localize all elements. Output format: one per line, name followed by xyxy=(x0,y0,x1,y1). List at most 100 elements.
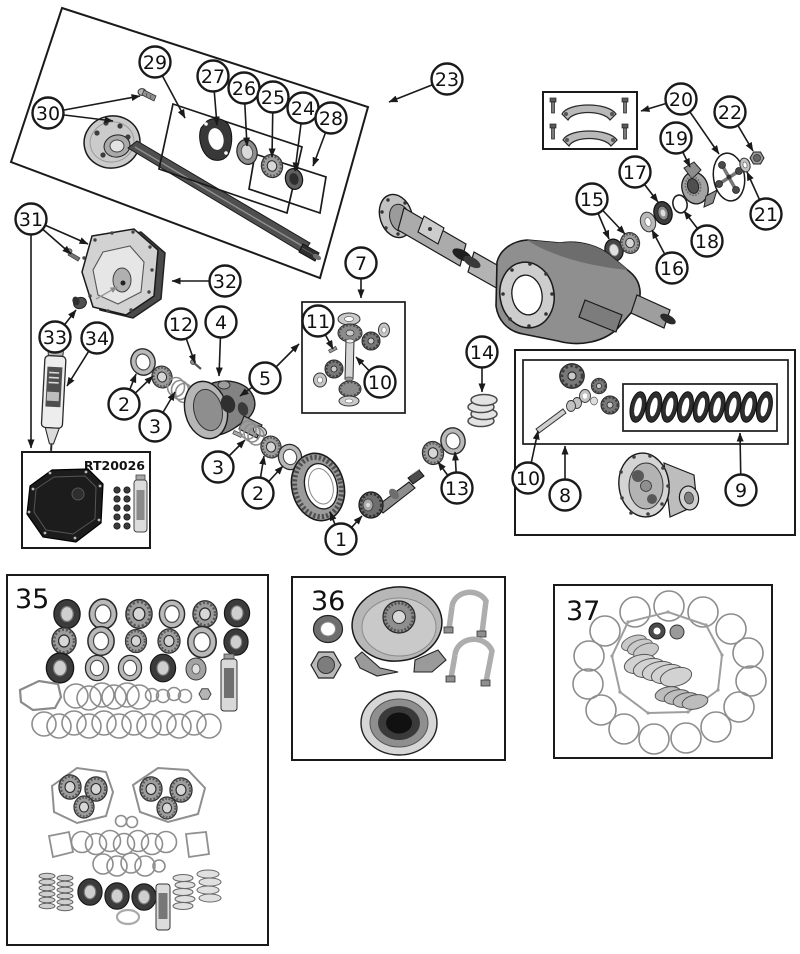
svg-text:26: 26 xyxy=(232,78,256,100)
svg-text:5: 5 xyxy=(259,368,271,390)
callout-2: 2 xyxy=(107,387,141,421)
pinion-gear-shaft-icon xyxy=(358,468,425,519)
callout-28: 28 xyxy=(314,101,348,135)
collapsible-spacer-icon xyxy=(467,393,498,428)
callout-13: 13 xyxy=(440,471,474,505)
u-joint-icon xyxy=(712,152,746,202)
cross-shaft-icon xyxy=(344,338,355,382)
svg-text:10: 10 xyxy=(516,468,540,490)
side-gear-icon xyxy=(338,380,362,398)
svg-text:27: 27 xyxy=(201,66,225,88)
callout-19: 19 xyxy=(659,121,693,155)
pinion-washer-icon xyxy=(739,157,751,173)
svg-text:11: 11 xyxy=(306,311,330,333)
ring-gear-icon xyxy=(290,452,346,522)
callout-30: 30 xyxy=(31,96,65,130)
svg-text:25: 25 xyxy=(261,87,285,109)
u-joint-strap-kit-box xyxy=(542,91,638,150)
kit-37-label: 37 xyxy=(566,596,600,627)
svg-text:7: 7 xyxy=(355,253,367,275)
svg-text:30: 30 xyxy=(36,103,60,125)
svg-text:2: 2 xyxy=(118,394,130,416)
callout-29: 29 xyxy=(138,45,172,79)
callout-1: 1 xyxy=(324,522,358,556)
black-diff-cover-icon xyxy=(26,468,104,543)
svg-text:22: 22 xyxy=(718,102,742,124)
svg-text:12: 12 xyxy=(169,314,193,336)
strap-bolt-icon xyxy=(549,97,629,140)
pinion-gear-icon xyxy=(360,330,382,352)
callout-34: 34 xyxy=(80,321,114,355)
dust-ring-icon xyxy=(672,194,688,214)
svg-text:16: 16 xyxy=(660,258,684,280)
kit-35-bearing-set-photo xyxy=(18,598,251,739)
wheel-stud-icon xyxy=(137,88,157,102)
svg-text:32: 32 xyxy=(213,271,237,293)
svg-text:19: 19 xyxy=(664,128,688,150)
bearing-retainer-icon xyxy=(284,168,304,190)
brake-backing-gasket-icon xyxy=(199,118,233,161)
svg-text:3: 3 xyxy=(212,457,224,479)
callout-3: 3 xyxy=(138,409,172,443)
callout-10: 10 xyxy=(511,461,545,495)
svg-text:24: 24 xyxy=(291,98,315,120)
kit-35-label: 35 xyxy=(15,584,49,615)
kit-36-label: 36 xyxy=(311,586,345,617)
callout-32: 32 xyxy=(208,264,242,298)
pinion-seal-photo-icon xyxy=(360,690,438,756)
callout-2: 2 xyxy=(241,476,275,510)
callout-24: 24 xyxy=(286,91,320,125)
ring-gear-bolt-icon xyxy=(190,359,202,370)
svg-text:3: 3 xyxy=(149,416,161,438)
callout-8: 8 xyxy=(548,478,582,512)
axle-tube-left xyxy=(378,193,472,267)
cover-kit-part-number: RT20026 xyxy=(84,458,145,473)
limited-slip-case-icon xyxy=(618,452,700,518)
slinger-washer-icon xyxy=(639,211,657,233)
callout-31: 31 xyxy=(14,202,48,236)
pinion-gear-icon xyxy=(323,358,345,380)
svg-text:1: 1 xyxy=(335,529,347,551)
cover-kit-tube-icon xyxy=(133,474,148,533)
cover-kit-box: RT20026 xyxy=(21,451,151,549)
callout-10: 10 xyxy=(363,365,397,399)
svg-text:20: 20 xyxy=(669,89,693,111)
callout-26: 26 xyxy=(227,71,261,105)
u-joint-strap-icon xyxy=(561,104,618,148)
callout-22: 22 xyxy=(713,95,747,129)
callout-15: 15 xyxy=(575,182,609,216)
svg-text:29: 29 xyxy=(143,52,167,74)
svg-text:34: 34 xyxy=(85,328,109,350)
svg-text:15: 15 xyxy=(580,189,604,211)
carrier-side-bearing-right xyxy=(232,420,306,473)
callout-11: 11 xyxy=(301,304,335,338)
carrier-side-bearing-left xyxy=(127,345,194,404)
callout-12: 12 xyxy=(164,307,198,341)
cover-kit-bolts-icon xyxy=(113,486,131,530)
spider-gear-kit-box xyxy=(301,301,406,414)
callout-33: 33 xyxy=(38,320,72,354)
rtv-sealant-tube-icon xyxy=(40,348,67,451)
svg-text:2: 2 xyxy=(252,483,264,505)
svg-text:8: 8 xyxy=(559,485,571,507)
callout-21: 21 xyxy=(749,197,783,231)
pinion-nut-icon xyxy=(749,151,765,165)
callout-4: 4 xyxy=(204,305,238,339)
yoke-nut-icon xyxy=(310,651,342,679)
svg-text:18: 18 xyxy=(695,231,719,253)
axle-housing-illustration xyxy=(378,193,676,345)
callout-25: 25 xyxy=(256,80,290,114)
axle-bearing-kit-boxes xyxy=(158,102,327,215)
svg-text:17: 17 xyxy=(623,162,647,184)
callout-9: 9 xyxy=(724,473,758,507)
kit-36-box: 36 xyxy=(291,576,506,761)
callout-16: 16 xyxy=(655,251,689,285)
trac-lok-kit-box xyxy=(514,349,796,536)
diff-cover-group xyxy=(65,228,166,319)
axle-shaft-illustration xyxy=(83,115,322,262)
kit-35-overhaul-kit-photo xyxy=(38,766,222,931)
yoke-icon xyxy=(351,586,447,677)
axle-shaft-kit-box xyxy=(9,6,370,280)
callout-3: 3 xyxy=(201,450,235,484)
